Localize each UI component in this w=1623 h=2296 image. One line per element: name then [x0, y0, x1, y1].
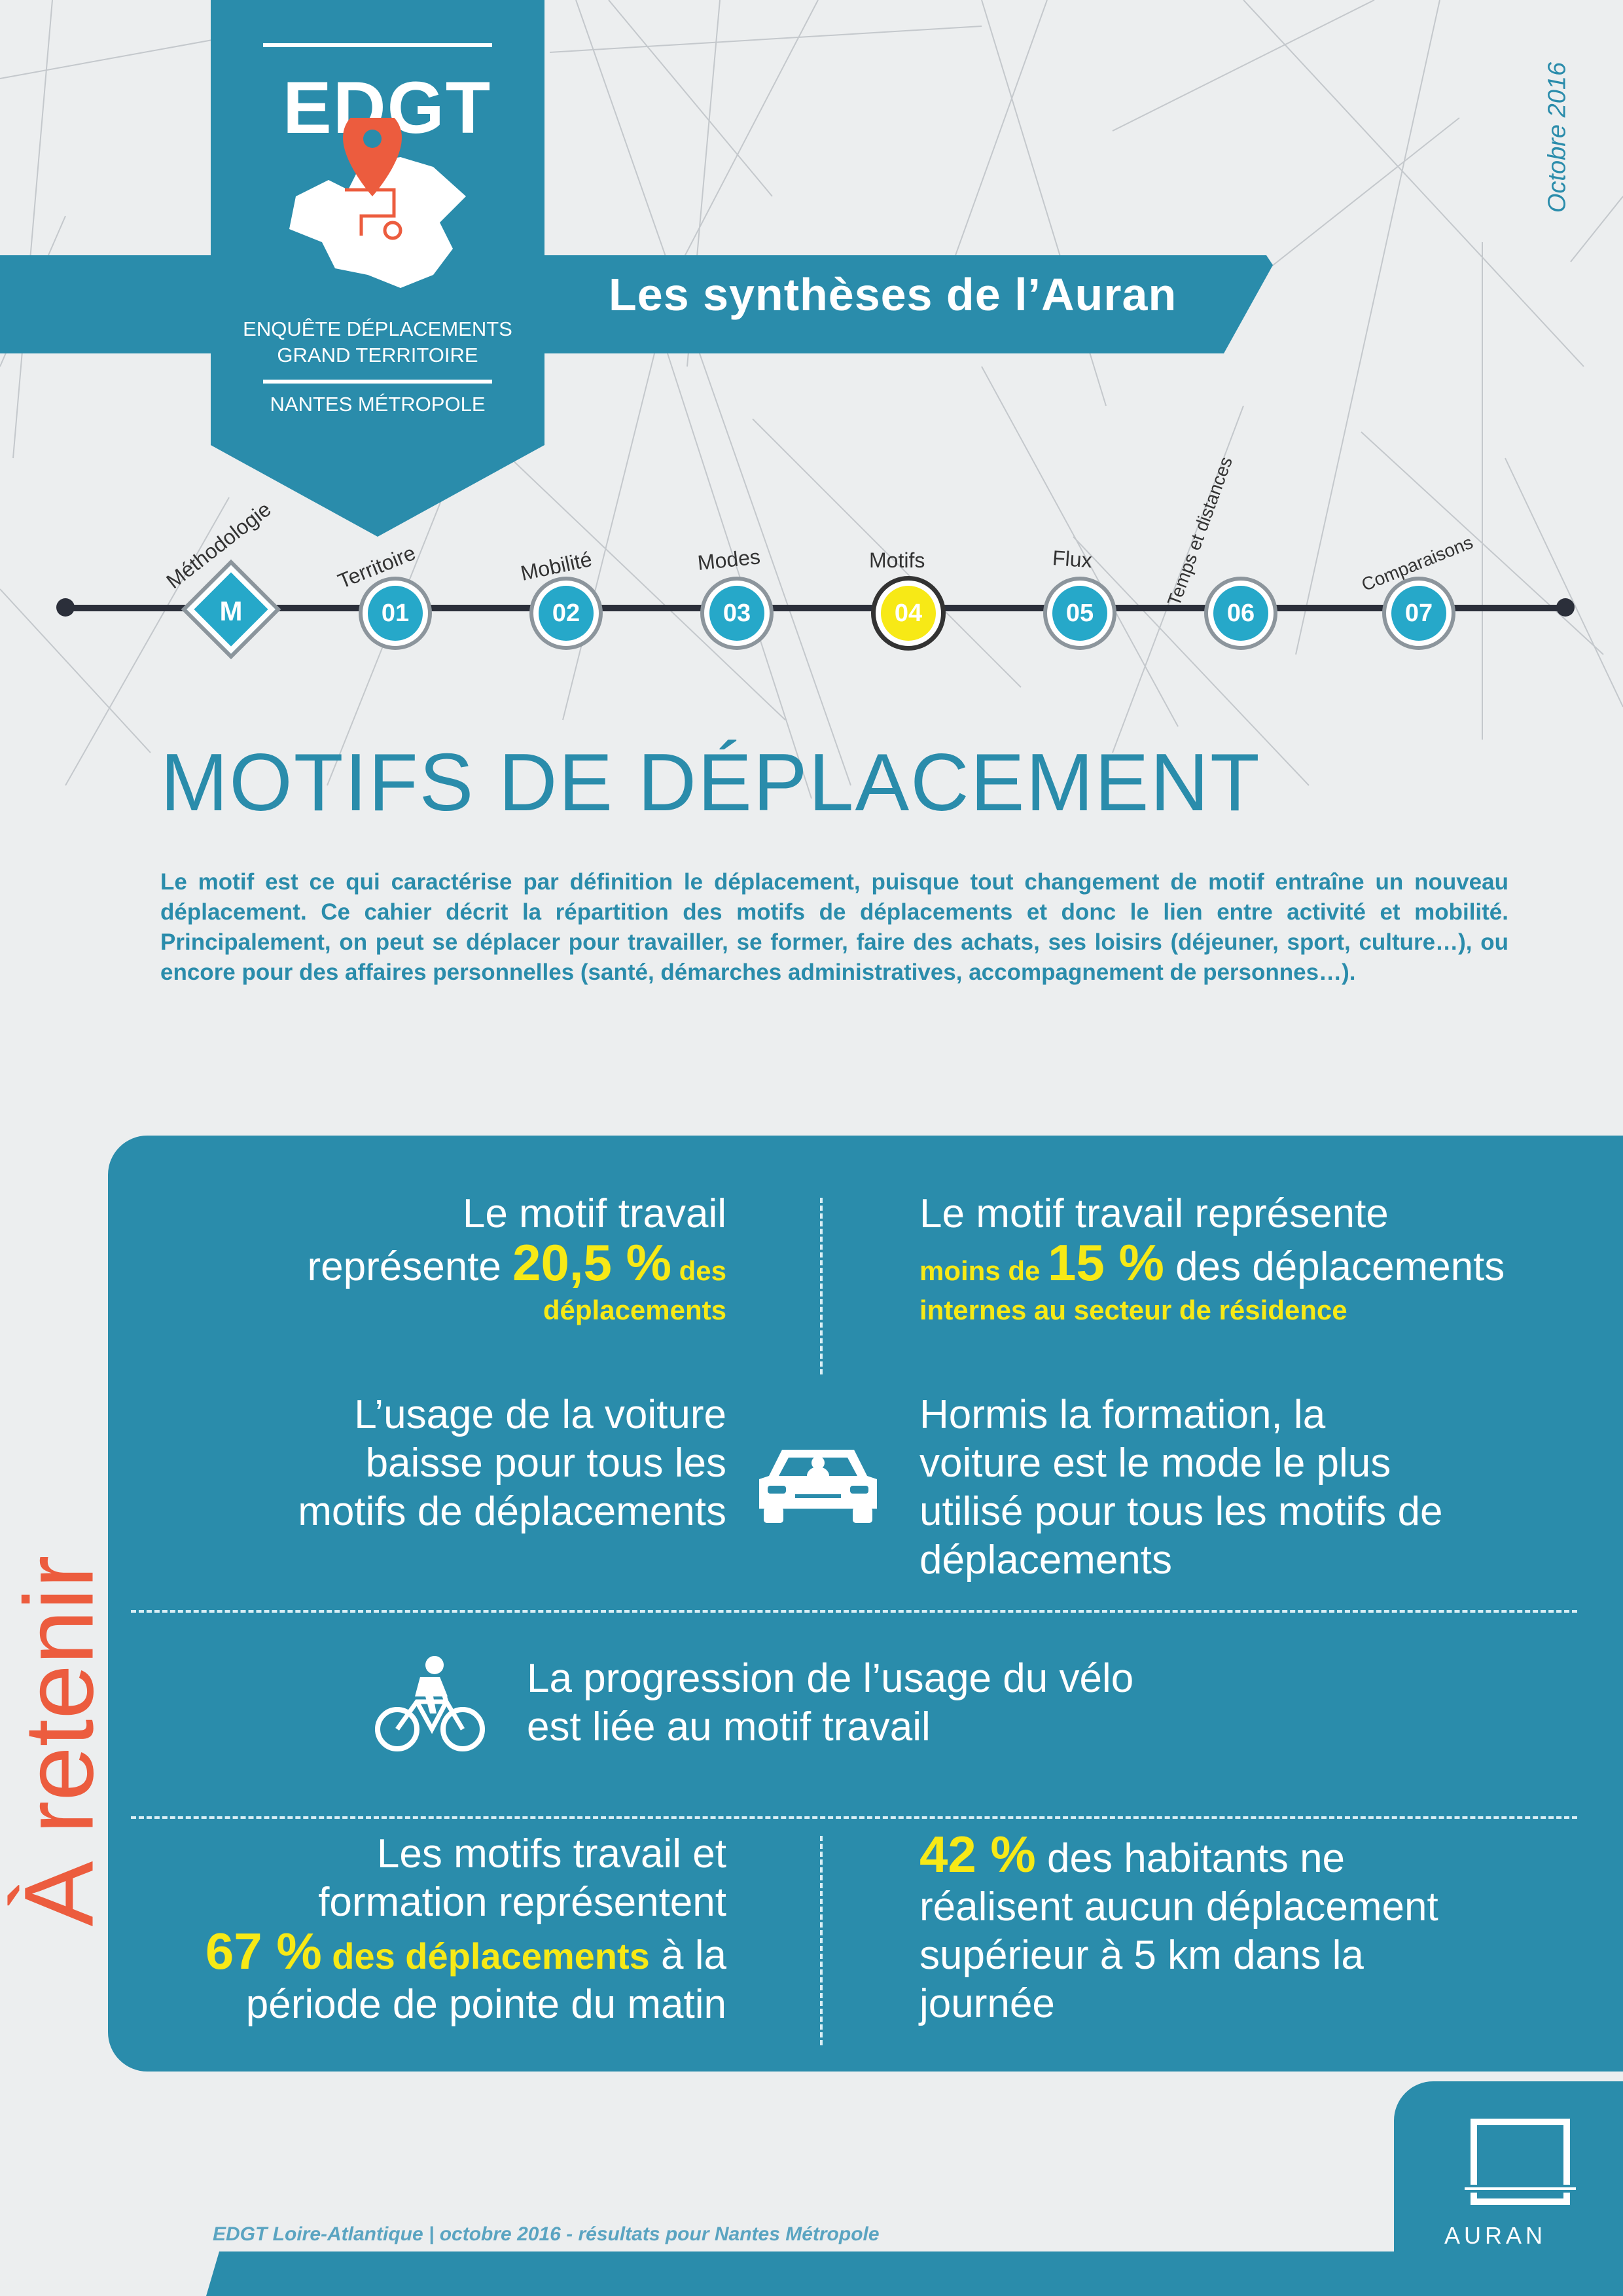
keypoint-2-line2: moins de 15 % des déplacements — [919, 1234, 1505, 1291]
timeline-label-flux: Flux — [1052, 546, 1093, 573]
stat-20-5: 20,5 % — [512, 1234, 671, 1291]
keypoint-1-line2: représente 20,5 % des — [307, 1234, 726, 1291]
badge-subtitle-1: ENQUÊTE DÉPLACEMENTS — [243, 317, 512, 340]
divider-horizontal-2 — [131, 1816, 1577, 1819]
keypoint-peak-hour: Les motifs travail et formation représen… — [205, 1831, 726, 2027]
timeline-node-06[interactable]: 06 — [1208, 581, 1274, 646]
timeline-node-01[interactable]: 01 — [363, 581, 428, 646]
bicycle-icon — [375, 1656, 485, 1751]
ribbon-title: Les synthèses de l’Auran — [609, 269, 1177, 320]
intro-paragraph: Le motif est ce qui caractérise par défi… — [160, 869, 1508, 985]
keypoint-travail-share: Le motif travail représente 20,5 % des d… — [164, 1190, 726, 1325]
badge-subtitle-2: GRAND TERRITOIRE — [277, 344, 478, 367]
badge-rule-bottom — [263, 380, 492, 384]
keypoint-car-dominant: Hormis la formation, la voiture est le m… — [919, 1392, 1443, 1583]
badge-rule-top — [263, 43, 492, 47]
territory-map-icon — [289, 118, 466, 288]
edgt-badge: EDGT ENQUÊTE DÉPLACEMENTS GRAND TERRITOI… — [211, 0, 544, 537]
timeline-label-motifs: Motifs — [869, 548, 925, 572]
keypoint-2-line3: internes au secteur de résidence — [919, 1295, 1347, 1325]
timeline-track — [65, 605, 1565, 611]
timeline-badge-methodologie: M — [219, 596, 243, 626]
page-title: MOTIFS DE DÉPLACEMENT — [160, 738, 1261, 828]
divider-vertical-bottom — [820, 1836, 823, 2045]
divider-horizontal-1 — [131, 1610, 1577, 1613]
keypoint-car-decline: L’usage de la voiture baisse pour tous l… — [298, 1392, 726, 1534]
footer-bar — [206, 2251, 1623, 2296]
divider-vertical-top — [820, 1198, 823, 1374]
timeline-node-02[interactable]: 02 — [533, 581, 599, 646]
key-points-panel — [108, 1136, 1623, 2072]
stat-15: 15 % — [1048, 1234, 1164, 1291]
timeline-end-dot — [1556, 598, 1575, 617]
date-label: Octobre 2016 — [1543, 62, 1571, 213]
footer-source-note: EDGT Loire-Atlantique | octobre 2016 - r… — [213, 2223, 880, 2245]
stat-42: 42 % — [919, 1825, 1036, 1883]
timeline-node-04-active[interactable]: 04 — [876, 581, 941, 646]
auran-logo-text: AURAN — [1444, 2222, 1547, 2249]
keypoint-1-line1: Le motif travail — [462, 1191, 726, 1236]
timeline-start-dot — [56, 598, 75, 617]
auran-logo-icon — [1465, 2119, 1576, 2205]
keypoint-velo-progression: La progression de l’usage du vélo est li… — [527, 1656, 1134, 1749]
keypoint-internal-travail: Le motif travail représente moins de 15 … — [919, 1190, 1600, 1325]
keypoint-distance: 42 % des habitants ne réalisent aucun dé… — [919, 1825, 1438, 2026]
keypoint-1-line3: déplacements — [543, 1295, 726, 1325]
car-icon — [759, 1450, 877, 1523]
timeline-node-03[interactable]: 03 — [704, 581, 770, 646]
timeline-node-07[interactable]: 07 — [1386, 581, 1452, 646]
timeline-node-05[interactable]: 05 — [1047, 581, 1113, 646]
stat-67: 67 % — [205, 1922, 322, 1980]
badge-subtitle-3: NANTES MÉTROPOLE — [270, 393, 486, 416]
keypoint-2-line1: Le motif travail représente — [919, 1191, 1389, 1236]
